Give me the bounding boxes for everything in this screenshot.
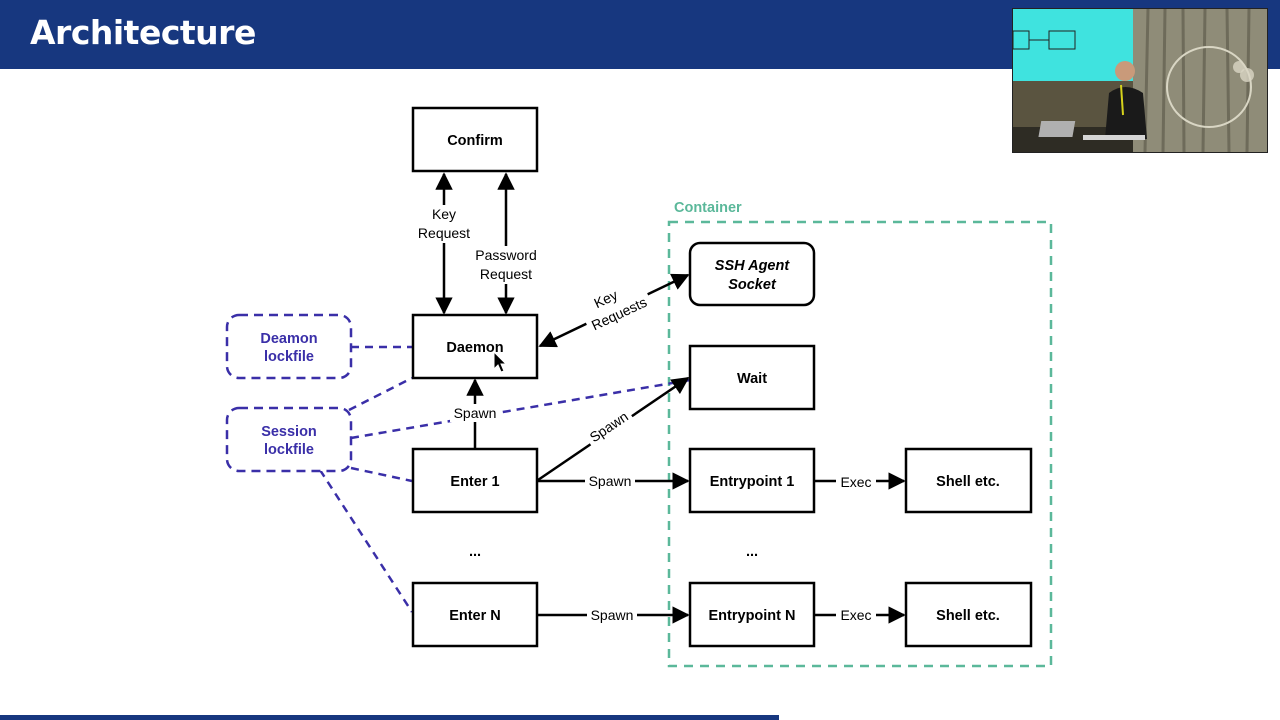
edge-label-execN: Exec — [836, 606, 876, 624]
daemon-lockfile-line1: Deamon — [260, 331, 317, 347]
svg-text:Socket: Socket — [728, 277, 777, 293]
edge-label-spawn-entry1: Spawn — [585, 472, 635, 490]
edge-label-spawn-wait: Spawn — [583, 405, 635, 449]
edge-label-spawn-daemon: Spawn — [450, 404, 500, 422]
node-entrypoint-1: Entrypoint 1 — [688, 447, 816, 514]
node-enter-n: Enter N — [411, 581, 539, 648]
svg-text:Entrypoint 1: Entrypoint 1 — [710, 474, 795, 490]
svg-text:Exec: Exec — [840, 474, 871, 490]
node-daemon: Daemon — [411, 313, 539, 380]
edge-label-key-request: Key Request — [414, 205, 474, 243]
progress-bar — [0, 715, 779, 720]
svg-text:Enter 1: Enter 1 — [450, 474, 499, 490]
svg-text:Request: Request — [480, 266, 532, 282]
ellipsis-left: ... — [469, 544, 481, 560]
node-shell-1: Shell etc. — [904, 447, 1033, 514]
node-shell-n: Shell etc. — [904, 581, 1033, 648]
svg-text:Key: Key — [432, 206, 456, 222]
session-lockfile-line2: lockfile — [264, 442, 314, 458]
svg-text:Shell etc.: Shell etc. — [936, 608, 1000, 624]
svg-text:Spawn: Spawn — [591, 607, 634, 623]
edge-label-key-requests: Key Requests — [576, 272, 654, 337]
svg-text:Spawn: Spawn — [454, 405, 497, 421]
edge-label-password-request: Password Request — [470, 246, 543, 284]
svg-text:Entrypoint N: Entrypoint N — [709, 608, 796, 624]
session-lockfile-line1: Session — [261, 424, 317, 440]
lockfile-links — [318, 345, 691, 613]
svg-text:Enter N: Enter N — [449, 608, 501, 624]
session-lockfile-box — [225, 406, 353, 473]
svg-text:Exec: Exec — [840, 607, 871, 623]
node-wait: Wait — [688, 344, 816, 411]
daemon-lockfile-line2: lockfile — [264, 349, 314, 365]
edge-label-exec1: Exec — [836, 473, 876, 491]
slide-title: Architecture — [30, 13, 256, 52]
node-confirm: Confirm — [411, 106, 539, 173]
container-label: Container — [674, 200, 742, 216]
ellipsis-right: ... — [746, 544, 758, 560]
node-enter-1: Enter 1 — [411, 447, 539, 514]
daemon-lockfile-box — [225, 313, 353, 380]
speaker-video-inset — [1012, 8, 1268, 153]
svg-text:SSH Agent: SSH Agent — [715, 258, 791, 274]
svg-text:Confirm: Confirm — [447, 133, 503, 149]
mouse-cursor-icon — [493, 350, 508, 373]
svg-text:Request: Request — [418, 225, 470, 241]
svg-text:Daemon: Daemon — [446, 340, 503, 356]
svg-text:Wait: Wait — [737, 371, 767, 387]
container-boundary — [667, 220, 1053, 668]
edge-label-spawn-entryN: Spawn — [587, 606, 637, 624]
speaker-video-image — [1013, 9, 1267, 152]
node-ssh-agent-socket: SSH Agent Socket — [688, 241, 816, 307]
svg-text:Shell etc.: Shell etc. — [936, 474, 1000, 490]
connectors — [435, 172, 906, 624]
svg-text:Password: Password — [475, 247, 536, 263]
node-entrypoint-n: Entrypoint N — [688, 581, 816, 648]
svg-text:Spawn: Spawn — [589, 473, 632, 489]
